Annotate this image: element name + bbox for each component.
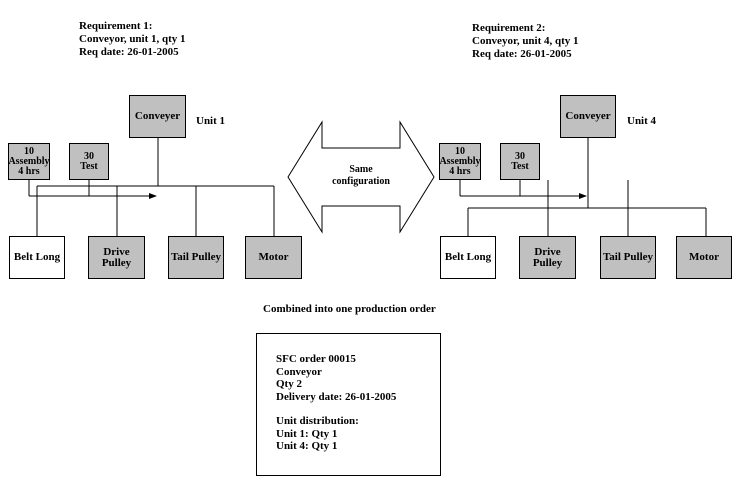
requirement-1-title: Requirement 1: [79,20,153,32]
left-component-drive-pulley: Drive Pulley [88,236,145,279]
right-unit-label: Unit 4 [627,115,657,127]
right-test-operation: 30 Test [500,143,540,180]
right-component-belt-long: Belt Long [440,236,496,279]
left-structure-lines [28,138,275,236]
component-label: Belt Long [444,251,492,263]
production-order-box: SFC order 00015 Conveyor Qty 2 Delivery … [256,333,441,476]
right-assembly-op-time: 4 hrs [449,165,471,177]
left-test-op-name: Test [80,160,98,172]
right-component-drive-pulley: Drive Pulley [519,236,576,279]
requirement-1-text: Requirement 1: Conveyor, unit 1, qty 1 R… [79,20,186,59]
requirement-2-title: Requirement 2: [472,22,546,34]
unit-distribution-1: Unit 1: Qty 1 [276,427,338,440]
combined-caption: Combined into one production order [263,303,436,315]
left-test-operation: 30 Test [69,143,109,180]
left-assembly-op-number: 10 [24,145,34,157]
left-assembly-op-time: 4 hrs [18,165,40,177]
component-label: Tail Pulley [602,251,654,263]
right-component-motor: Motor [676,236,732,279]
requirement-1-item: Conveyor, unit 1, qty 1 [79,33,186,45]
right-conveyer-label: Conveyer [565,110,611,122]
order-number: SFC order 00015 [276,353,356,365]
component-label: Motor [258,251,289,263]
left-test-op-number: 30 [84,150,94,162]
unit-distribution-title: Unit distribution: [276,415,359,427]
left-component-tail-pulley: Tail Pulley [168,236,224,279]
spacer [276,403,440,415]
right-test-op-number: 30 [515,150,525,162]
component-label: Motor [689,251,719,263]
left-assembly-operation: 10 Assembly 4 hrs [8,143,50,180]
same-configuration-line1: Same [349,164,373,175]
left-conveyer-label: Conveyer [134,110,181,122]
right-component-tail-pulley: Tail Pulley [600,236,656,279]
same-configuration-arrow [287,120,435,234]
same-configuration-line2: configuration [332,176,390,187]
order-item: Conveyor [276,365,322,378]
same-configuration-text: Same configuration [322,164,400,188]
right-assembly-op-number: 10 [455,145,465,157]
requirement-1-date: Req date: 26-01-2005 [79,46,179,58]
left-assembly-op-name: Assembly [8,155,50,167]
right-test-op-name: Test [511,160,529,172]
right-structure-lines [459,138,707,236]
unit-distribution-2: Unit 4: Qty 1 [276,440,338,452]
left-conveyer-box: Conveyer [129,95,186,138]
requirement-2-date: Req date: 26-01-2005 [472,48,572,60]
component-label: Drive Pulley [101,245,132,269]
right-assembly-op-name: Assembly [439,155,481,167]
requirement-2-item: Conveyor, unit 4, qty 1 [472,35,579,47]
component-label: Tail Pulley [170,251,222,263]
left-unit-label: Unit 1 [196,115,226,127]
right-conveyer-box: Conveyer [560,95,616,138]
component-label: Drive Pulley [532,245,563,269]
requirement-2-text: Requirement 2: Conveyor, unit 4, qty 1 R… [472,22,579,61]
left-component-belt-long: Belt Long [9,236,65,279]
order-qty: Qty 2 [276,378,302,390]
component-label: Belt Long [13,251,61,263]
right-assembly-operation: 10 Assembly 4 hrs [439,143,481,180]
left-component-motor: Motor [245,236,302,279]
order-delivery-date: Delivery date: 26-01-2005 [276,390,397,403]
